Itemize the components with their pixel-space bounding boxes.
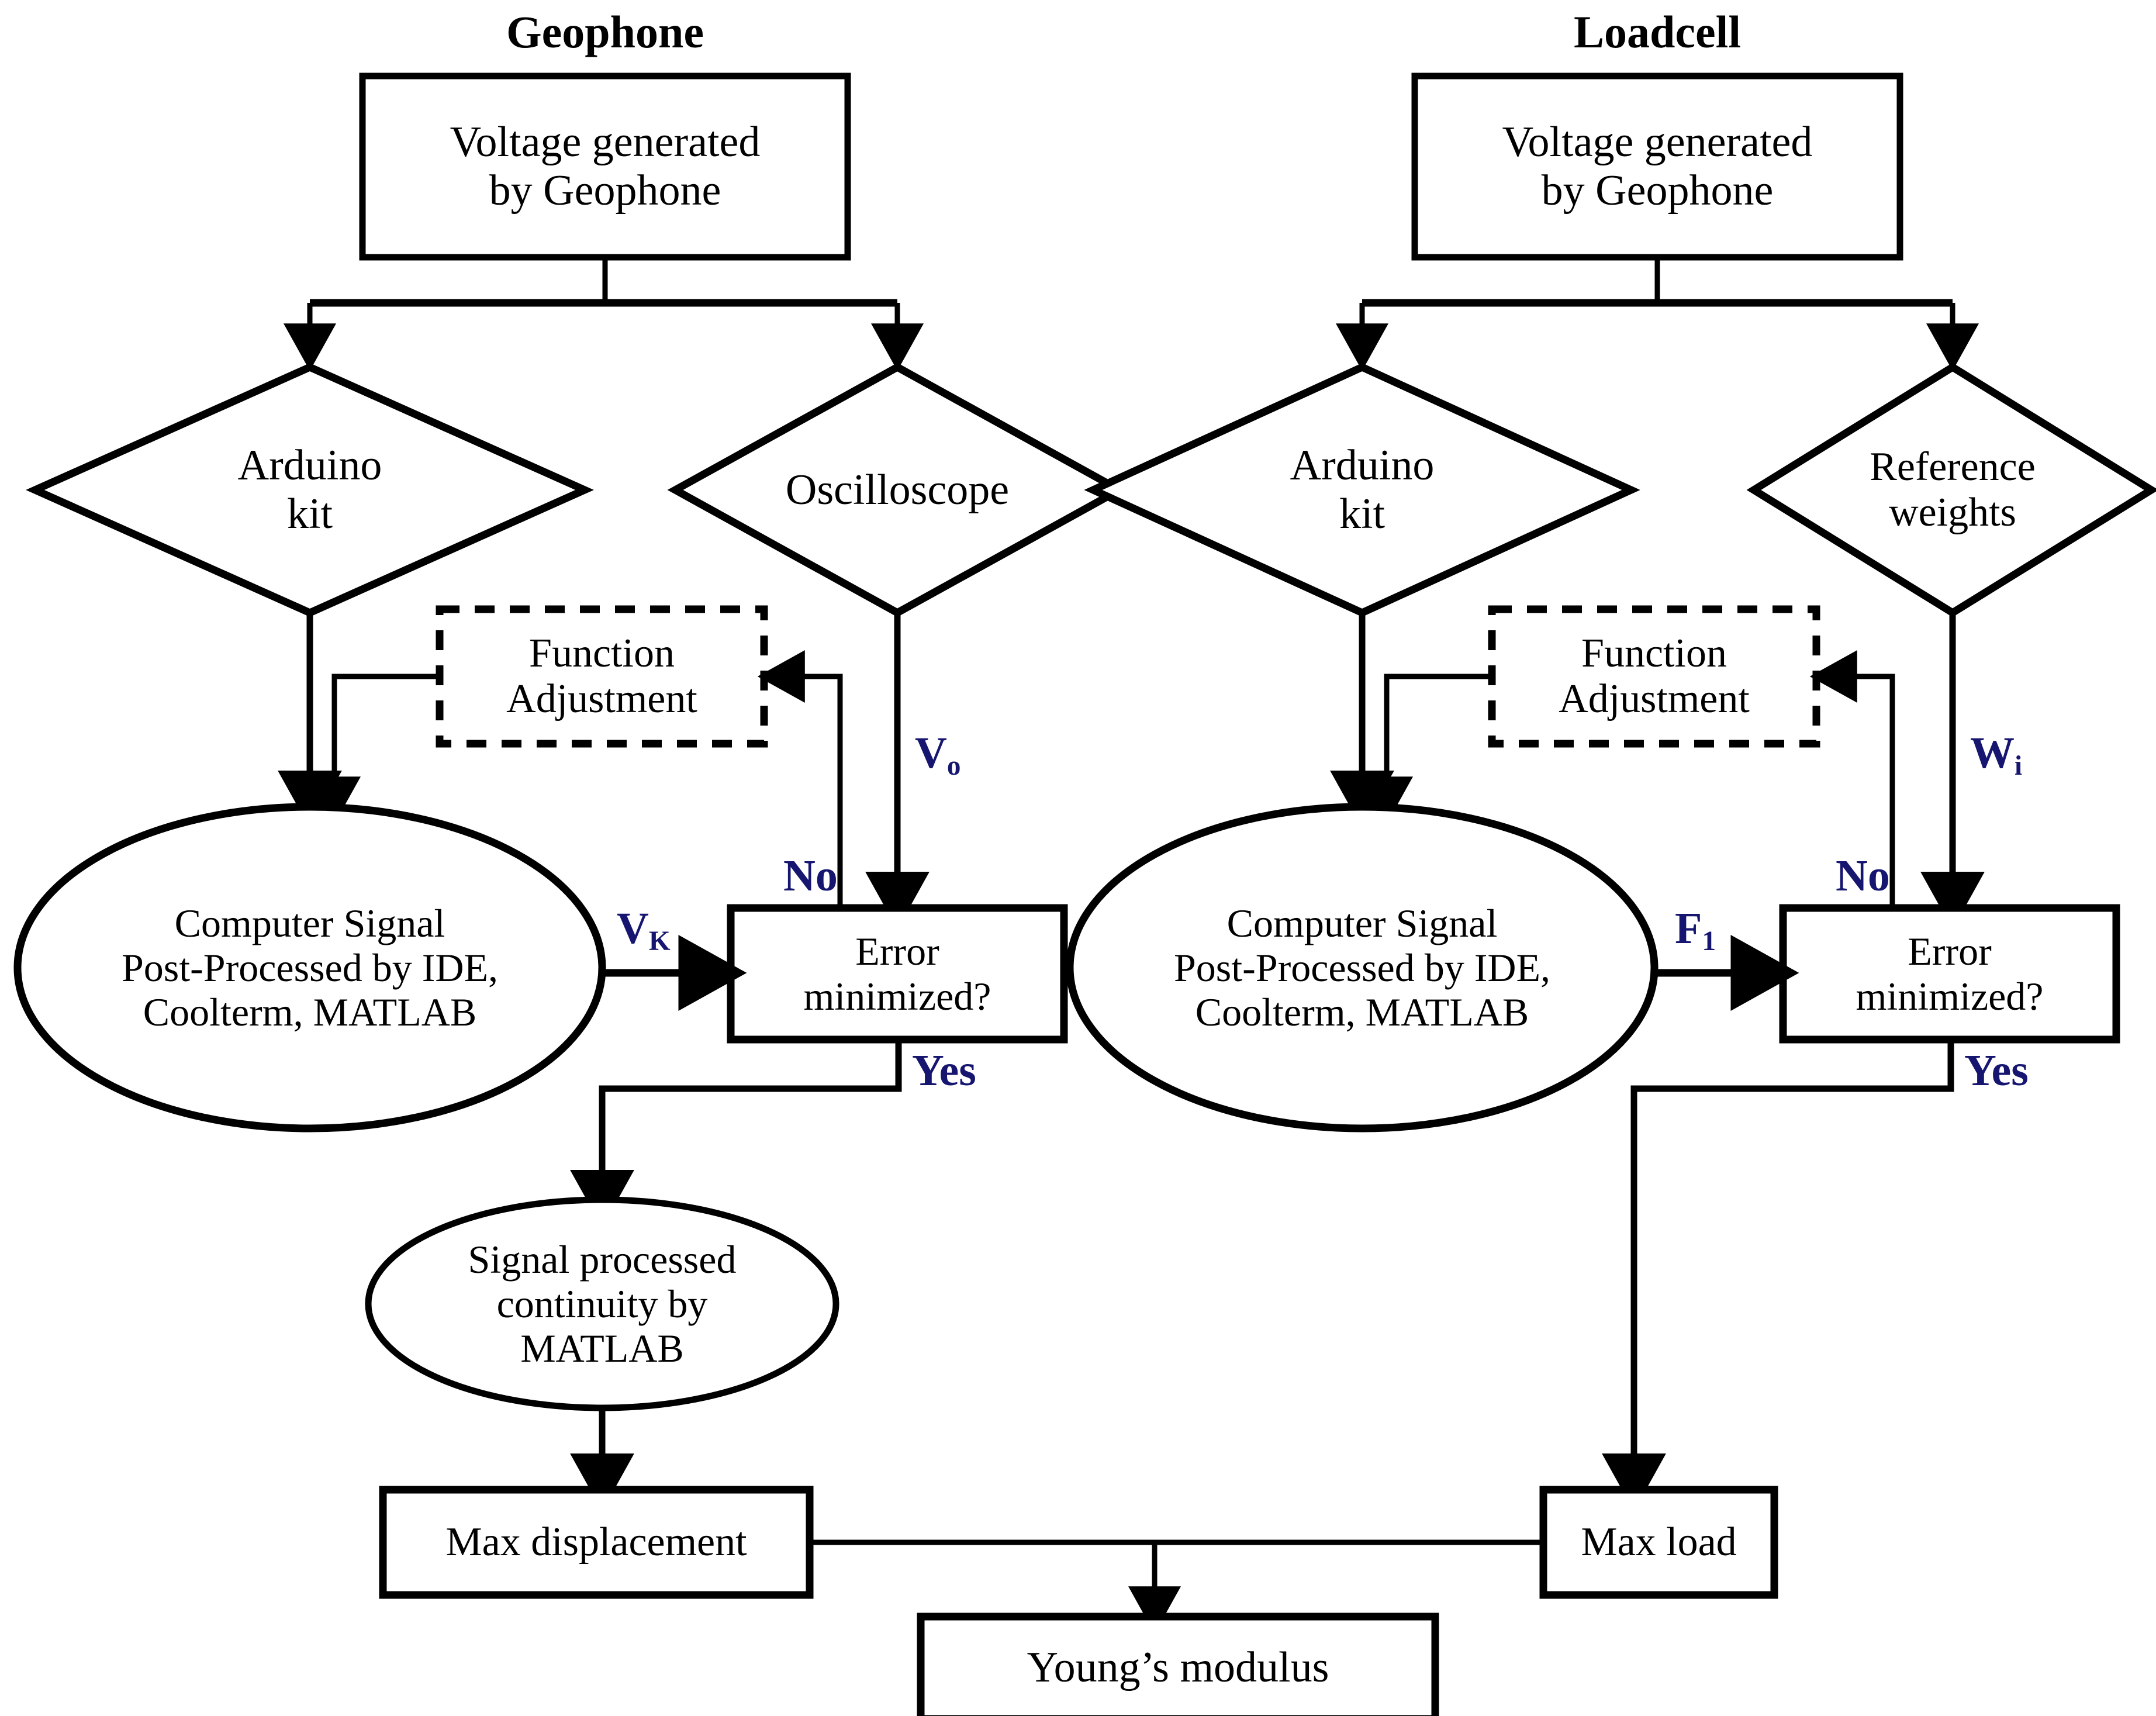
right-yes-path (1602, 1040, 1954, 1511)
left-fa-to-ellipse (308, 674, 440, 824)
signal-continuity-label: Signal processed continuity by MATLAB (468, 1237, 737, 1371)
right-source-box (1411, 72, 1903, 261)
edge-label-f1: F1 (1675, 903, 1716, 957)
left-decision-label: Error minimized? (803, 929, 991, 1018)
right-process-ellipse (1066, 803, 1659, 1133)
left-source-label: Voltage generated by Geophone (450, 118, 761, 215)
right-decision-box (1779, 904, 2120, 1044)
right-arduino-label: Arduino kit (1290, 441, 1435, 538)
edge-label-wi: Wi (1970, 728, 2023, 782)
max-load-label: Max load (1581, 1519, 1737, 1565)
left-oscilloscope-label: Oscilloscope (785, 465, 1010, 514)
edge-label-wi-base: W (1970, 728, 2015, 778)
right-function-adjustment-label: Function Adjustment (1559, 630, 1750, 721)
right-process-ellipse-label: Computer Signal Post-Processed by IDE, C… (1173, 900, 1551, 1035)
edge-label-vk-sub: K (648, 926, 671, 957)
header-geophone: Geophone (506, 6, 704, 57)
right-fa-to-ellipse (1360, 674, 1492, 824)
youngs-modulus-box (917, 1613, 1439, 1716)
edge-label-yes-right: Yes (1964, 1046, 2029, 1095)
edge-label-yes-left: Yes (912, 1046, 976, 1095)
left-no-feedback (757, 650, 843, 908)
youngs-modulus-label: Young’s modulus (1027, 1644, 1329, 1692)
left-decision-box (727, 904, 1068, 1044)
max-displacement-label: Max displacement (445, 1519, 747, 1565)
edge-label-no-left: No (783, 851, 838, 900)
edge-label-vo: Vo (915, 728, 961, 782)
left-function-adjustment-label: Function Adjustment (506, 630, 697, 721)
max-displacement-box (379, 1486, 814, 1599)
edge-label-no-right: No (1836, 851, 1890, 900)
right-source-label: Voltage generated by Geophone (1502, 118, 1813, 215)
edge-label-vk: VK (617, 903, 671, 957)
edge-label-vo-base: V (915, 728, 947, 778)
left-source-box (359, 72, 851, 261)
edge-label-wi-sub: i (2015, 751, 2023, 782)
edge-label-vo-sub: o (946, 751, 961, 782)
edge-label-vk-base: V (617, 904, 649, 953)
left-function-adjustment-box (436, 605, 768, 748)
left-arduino-label: Arduino kit (237, 441, 382, 538)
edge-label-f1-sub: 1 (1702, 926, 1716, 957)
header-loadcell: Loadcell (1574, 6, 1741, 57)
right-no-feedback (1809, 650, 1895, 908)
right-decision-label: Error minimized? (1856, 929, 2044, 1018)
left-yes-path (570, 1040, 902, 1228)
edge-label-f1-base: F (1675, 904, 1702, 953)
right-reference-weights-label: Reference weights (1870, 444, 2036, 535)
left-process-ellipse (13, 803, 606, 1133)
left-process-ellipse-label: Computer Signal Post-Processed by IDE, C… (121, 900, 499, 1035)
